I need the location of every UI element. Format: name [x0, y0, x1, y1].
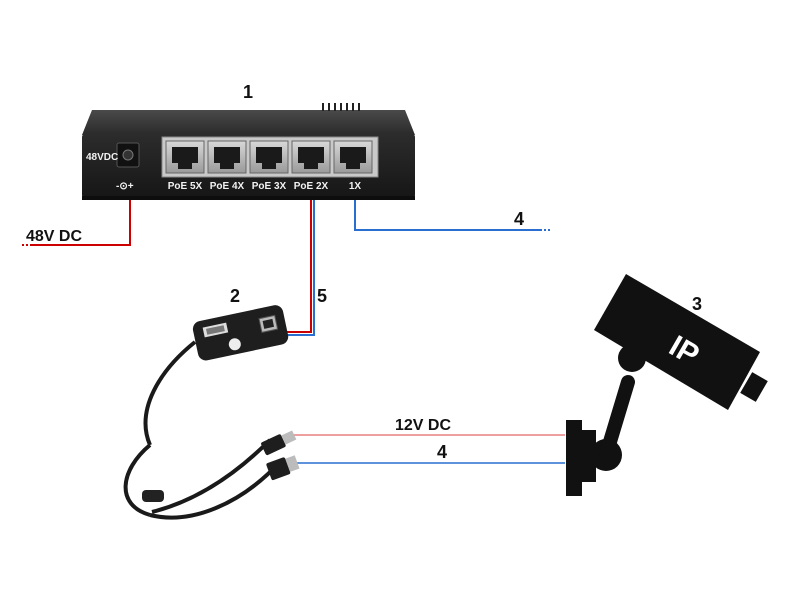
- port-label-5: PoE 5X: [168, 181, 203, 192]
- ethernet-port-3: [249, 140, 289, 174]
- label-power-out: 12V DC: [395, 417, 451, 434]
- poe-switch: 48VDC -⊙+ PoE 5X PoE 4X PoE 3X PoE 2X 1X: [82, 103, 415, 200]
- ip-camera: IP: [566, 274, 768, 496]
- label-camera-number: 3: [692, 294, 702, 314]
- switch-power-label: 48VDC: [86, 152, 118, 163]
- ethernet-port-2: [291, 140, 331, 174]
- ethernet-port-4: [207, 140, 247, 174]
- port-label-2: PoE 2X: [294, 181, 329, 192]
- ethernet-port-5: [165, 140, 205, 174]
- camera-body: [594, 274, 760, 410]
- poe-splitter: [123, 305, 300, 520]
- poe-cable: [283, 200, 315, 336]
- label-switch-number: 1: [243, 82, 253, 102]
- port-label-4: PoE 4X: [210, 181, 245, 192]
- port-label-3: PoE 3X: [252, 181, 287, 192]
- ethernet-port-1: [333, 140, 373, 174]
- dc-polarity-symbol: -⊙+: [116, 181, 134, 192]
- label-power-in: 48V DC: [26, 228, 82, 245]
- label-splitter-number: 2: [230, 286, 240, 306]
- rj45-plug: [266, 455, 300, 481]
- uplink-cable: [354, 200, 552, 231]
- label-poe-cable-number: 5: [317, 286, 327, 306]
- label-camera-cable-number: 4: [437, 442, 447, 462]
- vent-slots: [322, 103, 360, 111]
- label-uplink-cable-number: 4: [514, 209, 524, 229]
- power-wire-48v: [22, 200, 131, 246]
- port-label-1: 1X: [349, 181, 362, 192]
- camera-mount-plate: [566, 420, 582, 496]
- dc-plug: [261, 430, 297, 456]
